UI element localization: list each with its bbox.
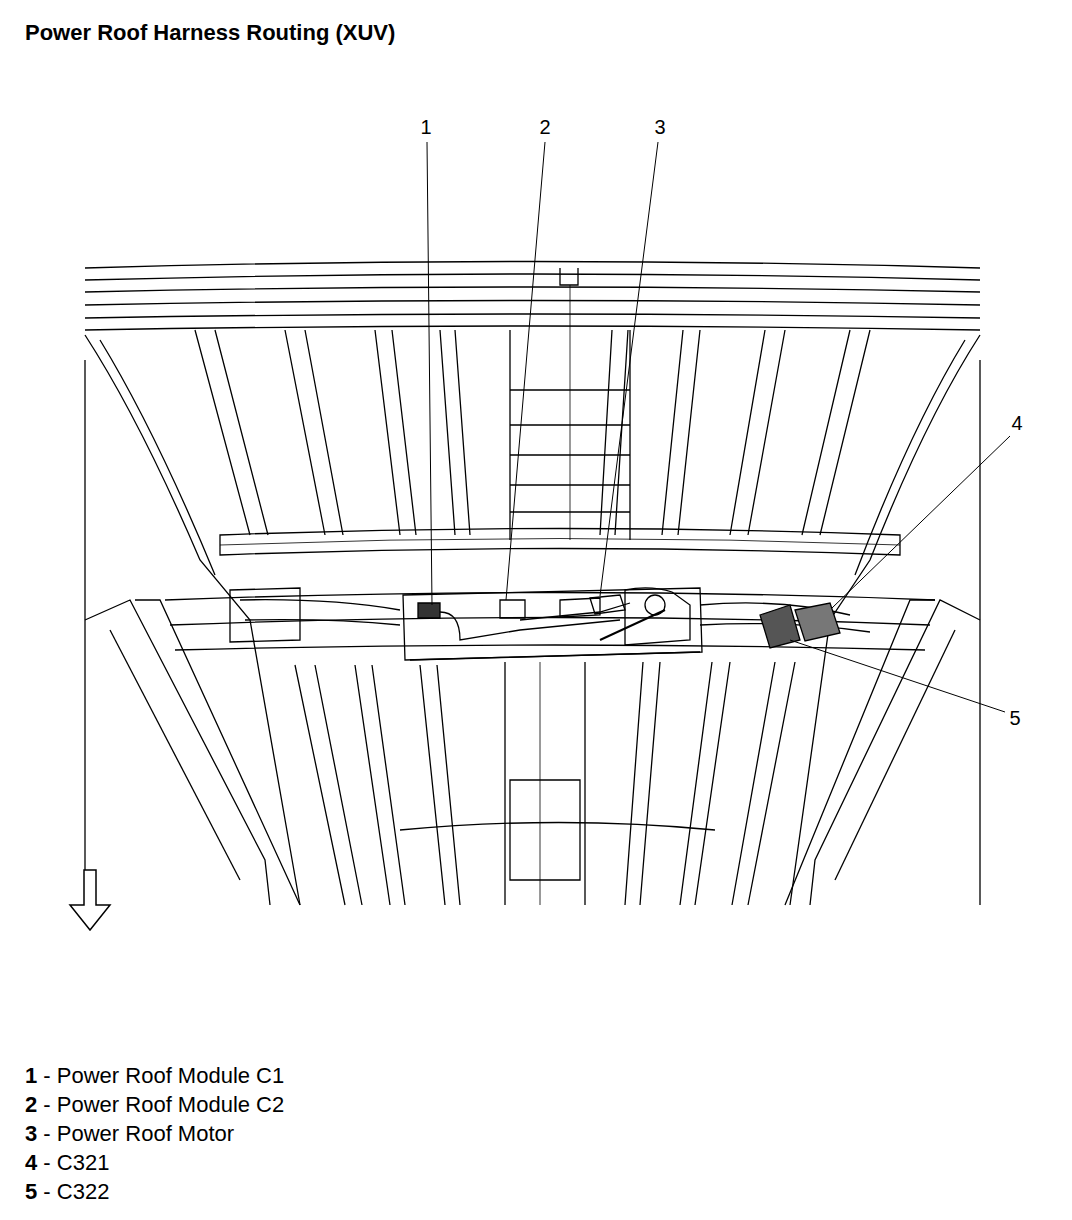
legend-entry: 5 - C322 (25, 1179, 109, 1204)
callout-number: 4 (1009, 412, 1024, 435)
callout-number: 3 (652, 116, 667, 139)
diagram-title: Power Roof Harness Routing (XUV) (25, 20, 395, 45)
legend-entry: 1 - Power Roof Module C1 (25, 1063, 284, 1088)
legend-entry: 3 - Power Roof Motor (25, 1121, 234, 1146)
legend-entry: 4 - C321 (25, 1150, 109, 1175)
callout-number: 2 (537, 116, 552, 139)
legend-entry: 2 - Power Roof Module C2 (25, 1092, 284, 1117)
callout-number: 1 (418, 116, 433, 139)
callout-number: 5 (1007, 707, 1022, 730)
